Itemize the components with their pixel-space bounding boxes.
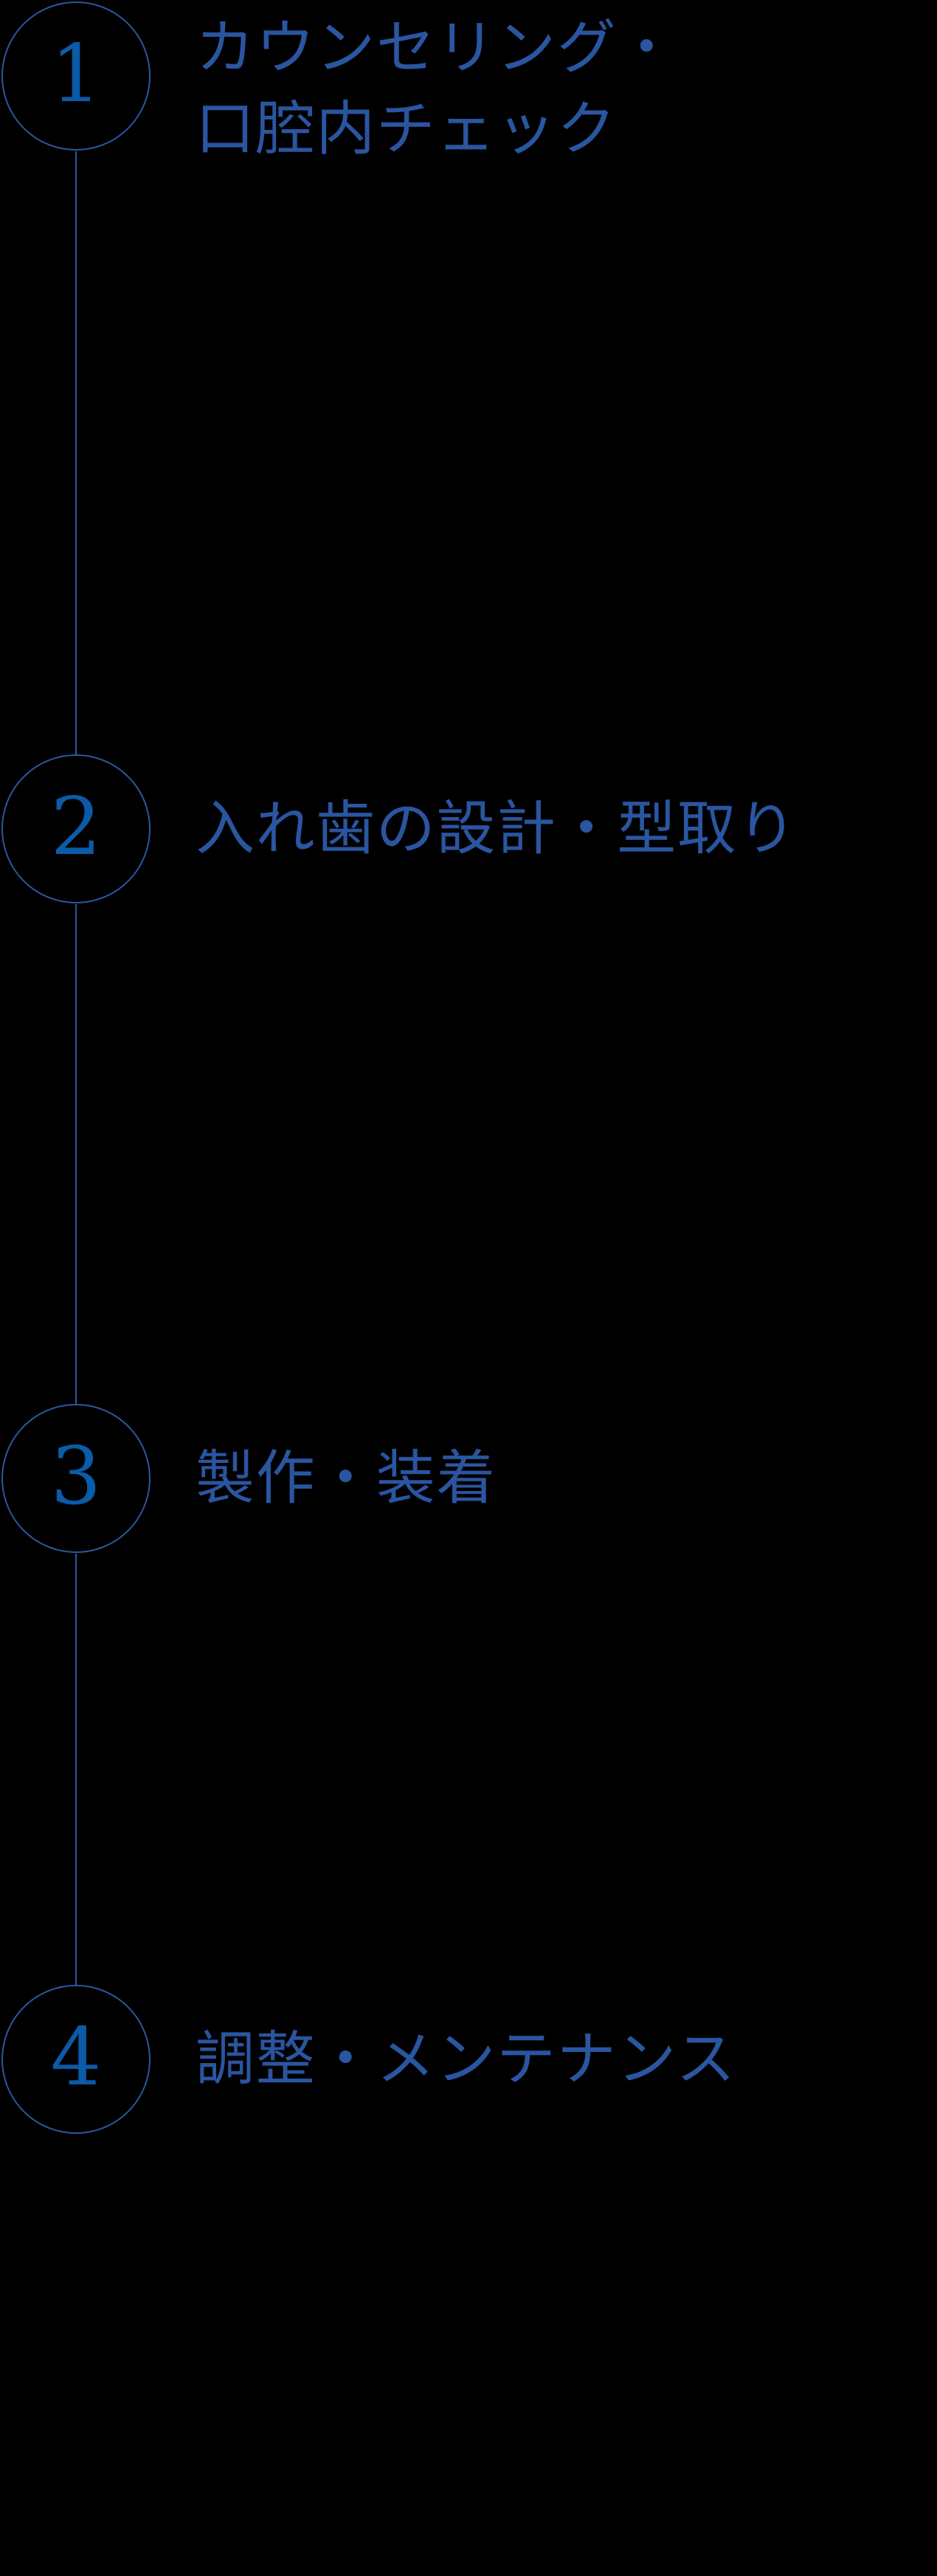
step-circle-outline-4 bbox=[1, 1985, 151, 2134]
step-circle-outline-1 bbox=[1, 1, 151, 151]
step-circle-outline-3 bbox=[1, 1404, 151, 1553]
connector-step-3-to-4 bbox=[75, 1554, 77, 1986]
step-number-2: 2 bbox=[50, 781, 102, 873]
step-label-2: 入れ歯の設計・型取り bbox=[196, 794, 798, 863]
connector-step-1-to-2 bbox=[75, 151, 77, 755]
step-label-4: 調整・メンテナンス bbox=[196, 2025, 736, 2093]
step-badge-3[interactable]: 3 bbox=[1, 1404, 151, 1553]
step-badge-2[interactable]: 2 bbox=[1, 754, 151, 903]
step-number-3: 3 bbox=[50, 1430, 102, 1523]
connector-step-2-to-3 bbox=[75, 904, 77, 1405]
step-label-3: 製作・装着 bbox=[196, 1444, 497, 1512]
step-number-1: 1 bbox=[50, 28, 102, 120]
step-label-1: カウンセリング・ 口腔内チェック bbox=[196, 13, 677, 163]
step-number-4: 4 bbox=[50, 2011, 102, 2104]
step-badge-4[interactable]: 4 bbox=[1, 1985, 151, 2134]
step-circle-outline-2 bbox=[1, 754, 151, 903]
step-badge-1[interactable]: 1 bbox=[1, 1, 151, 151]
